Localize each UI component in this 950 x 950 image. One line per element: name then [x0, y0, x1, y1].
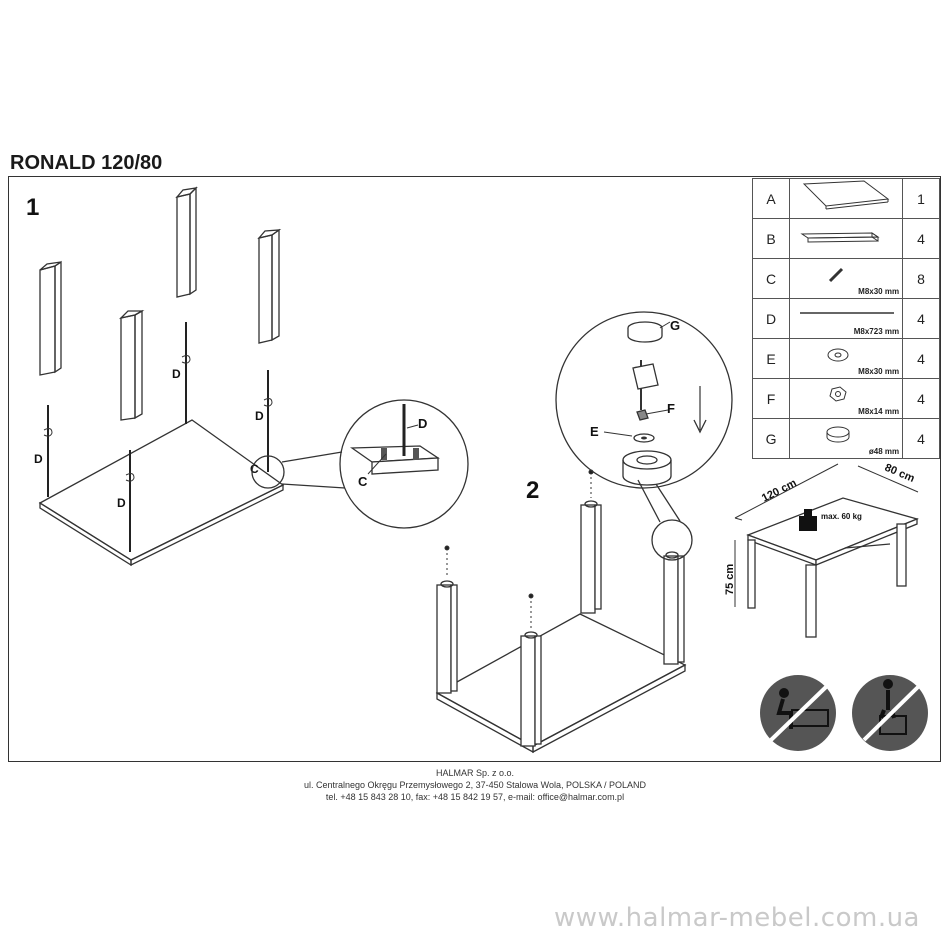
label-g: G: [670, 318, 680, 333]
part-qty: 4: [902, 378, 940, 419]
step2-table-top: [435, 613, 687, 754]
dimension-height: 75 cm: [724, 564, 736, 595]
part-qty: 4: [902, 418, 940, 459]
label-d-detail: D: [418, 416, 427, 431]
no-sitting-icon: [760, 675, 836, 751]
step2-fasteners: [444, 469, 594, 628]
part-row-g: G ø48 mm 4: [751, 418, 940, 459]
leg-s2-2: [520, 631, 542, 747]
part-row-c: C M8x30 mm 8: [751, 258, 940, 299]
step-number-1: 1: [26, 194, 39, 221]
leg-icon: [789, 218, 904, 259]
part-row-f: F M8x14 mm 4: [751, 378, 940, 419]
dimension-width: 120 cm: [760, 477, 799, 505]
part-row-e: E M8x30 mm 4: [751, 338, 940, 379]
part-spec: ø48 mm: [868, 447, 900, 456]
weight-icon: [799, 509, 817, 531]
label-c-detail: C: [358, 474, 368, 489]
step1-threaded-rods: [47, 322, 269, 552]
step-number-2: 2: [526, 477, 539, 504]
leg-s2-4: [663, 551, 685, 665]
label-f: F: [667, 401, 675, 416]
step2-legs: [436, 500, 685, 747]
leg-2: [175, 186, 198, 298]
label-c-corner: C: [250, 462, 259, 476]
part-letter: C: [751, 258, 791, 299]
step1-rod-curls: [43, 355, 273, 482]
label-e: E: [590, 424, 599, 439]
part-row-b: B 4: [751, 218, 940, 259]
part-letter: B: [751, 218, 791, 259]
leg-3: [257, 228, 282, 344]
leg-s2-3: [580, 500, 602, 614]
leg-4: [118, 309, 145, 421]
footer-company: HALMAR Sp. z o.o.: [435, 768, 515, 778]
dimension-table: [746, 497, 919, 638]
dimension-lines: [734, 463, 919, 607]
threaded-rod-icon: M8x723 mm: [789, 298, 904, 339]
label-d-4: D: [117, 496, 126, 510]
part-qty: 4: [902, 298, 940, 339]
leg-s2-1: [436, 580, 458, 694]
step1-detail-magnifier: [251, 399, 469, 529]
part-qty: 8: [902, 258, 940, 299]
nut-icon: M8x14 mm: [789, 378, 904, 419]
part-letter: D: [751, 298, 791, 339]
label-d-3: D: [255, 409, 264, 423]
part-letter: A: [751, 178, 791, 219]
part-spec: M8x30 mm: [858, 287, 900, 296]
no-standing-icon: [852, 675, 928, 751]
part-letter: E: [751, 338, 791, 379]
part-letter: F: [751, 378, 791, 419]
table-top-icon: [789, 178, 904, 219]
dimension-depth: 80 cm: [883, 462, 917, 485]
part-letter: G: [751, 418, 791, 459]
part-spec: M8x30 mm: [858, 367, 900, 376]
leg-1: [39, 260, 62, 376]
cap-icon: ø48 mm: [789, 418, 904, 459]
label-d-1: D: [34, 452, 43, 466]
step1-table-top: [38, 419, 285, 567]
part-spec: M8x723 mm: [853, 327, 900, 336]
watermark: www.halmar-mebel.com.ua: [554, 903, 920, 933]
footer-contact: tel. +48 15 843 28 10, fax: +48 15 842 1…: [325, 792, 625, 802]
instruction-frame: [8, 176, 941, 762]
label-d-2: D: [172, 367, 181, 381]
step1-legs: [39, 186, 282, 421]
part-qty: 4: [902, 218, 940, 259]
footer-address: ul. Centralnego Okręgu Przemysłowego 2, …: [303, 780, 646, 790]
part-qty: 1: [902, 178, 940, 219]
part-row-d: D M8x723 mm 4: [751, 298, 940, 339]
page-title: RONALD 120/80: [10, 152, 163, 174]
dowel-icon: M8x30 mm: [789, 258, 904, 299]
part-row-a: A 1: [751, 178, 940, 219]
step2-detail-magnifier: [555, 311, 733, 561]
part-qty: 4: [902, 338, 940, 379]
part-spec: M8x14 mm: [858, 407, 900, 416]
washer-icon: M8x30 mm: [789, 338, 904, 379]
parts-list: A 1 B 4 C M8x30 mm 8 D: [751, 178, 940, 459]
dimension-max-load: max. 60 kg: [821, 512, 862, 521]
